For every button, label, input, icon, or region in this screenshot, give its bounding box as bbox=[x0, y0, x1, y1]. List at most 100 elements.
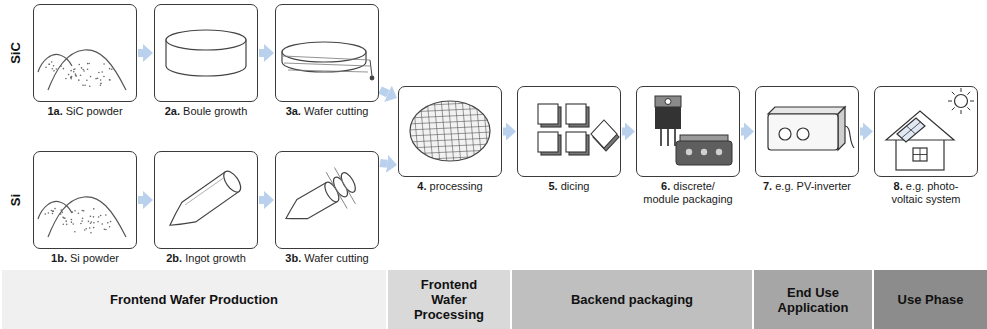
inverter bbox=[797, 128, 809, 140]
powder-pile bbox=[71, 221, 73, 223]
wafer bbox=[408, 120, 492, 124]
powder-pile bbox=[111, 68, 113, 70]
dies bbox=[566, 104, 586, 124]
pv-house bbox=[948, 88, 974, 114]
powder-pile bbox=[66, 224, 68, 226]
wafer bbox=[420, 98, 426, 164]
ingot bbox=[185, 177, 224, 205]
powder-pile bbox=[100, 79, 102, 81]
powder-pile bbox=[83, 210, 85, 212]
inverter bbox=[768, 107, 845, 114]
powder-pile bbox=[75, 74, 77, 76]
packages bbox=[655, 107, 681, 129]
powder-pile bbox=[53, 70, 55, 72]
phase-band: Use Phase bbox=[872, 270, 987, 329]
step-caption: 1b. Si powder bbox=[30, 252, 140, 265]
powder-pile bbox=[48, 63, 50, 65]
step-name: dicing bbox=[558, 180, 590, 192]
wafer bbox=[408, 156, 492, 160]
wafer bbox=[408, 144, 492, 148]
dies bbox=[538, 132, 558, 152]
pv-house bbox=[902, 122, 921, 138]
packages bbox=[667, 129, 669, 146]
wafer bbox=[408, 132, 492, 136]
dies bbox=[538, 104, 619, 155]
powder-pile bbox=[51, 61, 53, 63]
stage-box: 7. e.g. PV-inverter bbox=[755, 86, 859, 177]
phase-label: Frontend Wafer Processing bbox=[410, 277, 488, 322]
powder-pile bbox=[62, 217, 64, 219]
powder-pile bbox=[38, 201, 72, 219]
boule bbox=[166, 30, 246, 76]
step-caption: 3b. Wafer cutting bbox=[272, 252, 382, 265]
powder-pile bbox=[64, 217, 66, 219]
wafer bbox=[490, 98, 496, 164]
inverter bbox=[768, 114, 838, 150]
step-caption: 2a. Boule growth bbox=[151, 105, 261, 118]
wafer bbox=[455, 98, 461, 164]
wafer-saw bbox=[370, 76, 374, 80]
wafer bbox=[408, 150, 492, 154]
packages bbox=[686, 149, 692, 155]
powder-pile bbox=[71, 219, 73, 221]
powder-pile bbox=[97, 77, 99, 79]
step-name: Boule growth bbox=[180, 105, 247, 117]
ingot bbox=[220, 168, 244, 195]
powder-pile bbox=[109, 68, 111, 70]
pv-house bbox=[952, 92, 955, 95]
stage-box: 2a. Boule growth bbox=[154, 4, 258, 102]
wafer-saw bbox=[284, 63, 370, 66]
powder-pile bbox=[52, 68, 54, 70]
stage-box: 8. e.g. photo- voltaic system bbox=[874, 86, 978, 177]
ingot-saw bbox=[326, 172, 347, 208]
powder-pile bbox=[62, 212, 64, 214]
pv-house bbox=[913, 154, 927, 155]
step-number: 4. bbox=[417, 180, 426, 192]
step-caption: 8. e.g. photo- voltaic system bbox=[882, 180, 970, 206]
powder-pile bbox=[100, 215, 102, 217]
powder-pile bbox=[74, 68, 76, 70]
wafer bbox=[483, 98, 489, 164]
row-label: SiC bbox=[8, 42, 23, 64]
flow-arrow bbox=[741, 128, 744, 136]
powder-pile bbox=[38, 54, 72, 72]
packages bbox=[716, 149, 722, 155]
powder-pile bbox=[62, 224, 64, 226]
pv-house bbox=[952, 107, 955, 110]
powder-pile bbox=[93, 222, 95, 224]
powder-pile bbox=[90, 76, 92, 78]
flow-arrow bbox=[503, 128, 506, 136]
powder-pile bbox=[105, 229, 107, 231]
powder-pile bbox=[109, 79, 111, 81]
flow-arrow bbox=[138, 196, 143, 204]
powder-pile bbox=[109, 79, 111, 81]
powder-pile bbox=[110, 221, 112, 223]
packages bbox=[701, 149, 707, 155]
powder-pile bbox=[88, 221, 90, 223]
powder-pile bbox=[48, 197, 126, 237]
pv-house bbox=[967, 107, 970, 110]
wafer bbox=[406, 96, 496, 164]
wafer bbox=[408, 114, 492, 118]
powder-pile bbox=[82, 84, 84, 86]
pv-house bbox=[886, 88, 974, 170]
wafer-saw bbox=[283, 56, 370, 60]
wafer bbox=[408, 108, 492, 112]
wafer bbox=[406, 98, 412, 164]
wafer bbox=[469, 98, 475, 164]
powder-pile bbox=[89, 227, 91, 229]
inverter bbox=[779, 128, 791, 140]
inverter bbox=[768, 107, 854, 150]
wafer bbox=[408, 138, 492, 142]
powder-pile bbox=[78, 64, 80, 66]
step-name: processing bbox=[426, 180, 482, 192]
powder-pile bbox=[52, 213, 54, 215]
pv-house bbox=[896, 138, 944, 170]
powder-pile bbox=[103, 63, 105, 65]
wafer-saw bbox=[288, 70, 368, 72]
powder-pile bbox=[84, 229, 86, 231]
stage-box: 2b. Ingot growth bbox=[154, 151, 258, 249]
pv-house bbox=[961, 110, 962, 114]
step-caption: 6. discrete/ module packaging bbox=[642, 180, 734, 206]
stage-box: 3a. Wafer cutting bbox=[275, 4, 379, 102]
